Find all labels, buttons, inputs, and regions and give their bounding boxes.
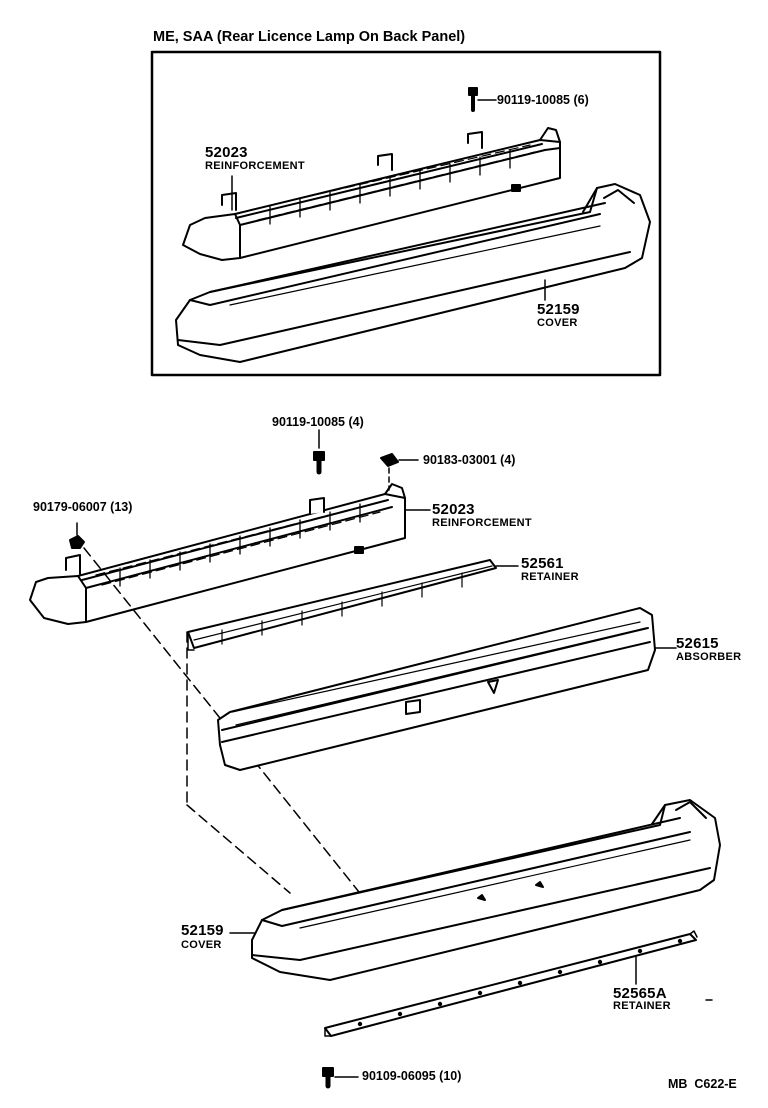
diagram-code: MB C622-E [668,1077,737,1091]
diagram-title: ME, SAA (Rear Licence Lamp On Back Panel… [153,29,466,45]
main-retainer-upper-number: 52561 [521,555,564,572]
inset-bolt [468,87,478,112]
main-cover [251,799,721,981]
inset-frame [150,50,662,377]
main-retainer-upper [186,559,497,894]
main-bolt-bottom [322,1067,359,1089]
main-retainer-lower-number: 52565A [613,985,667,1002]
main-clip [380,453,419,491]
main-cover-name: COVER [181,939,222,951]
inset-bolt-label: 90119-10085 (6) [497,93,589,107]
inset-cover-name: COVER [537,317,578,329]
inset-reinforcement-name: REINFORCEMENT [205,160,305,172]
inset-cover-number: 52159 [537,301,580,318]
main-reinforcement-name: REINFORCEMENT [432,517,532,529]
main-reinforcement-number: 52023 [432,501,475,518]
main-reinforcement [29,483,406,625]
main-retainer-lower [324,930,698,1037]
main-cover-number: 52159 [181,922,224,939]
main-bolt-bottom-label: 90109-06095 (10) [362,1069,462,1083]
main-retainer-lower-name: RETAINER [613,1000,671,1012]
main-bolt-top [313,429,325,475]
main-absorber [217,607,656,771]
inset-reinforcement [182,127,561,261]
main-nut-label: 90179-06007 (13) [33,500,133,514]
inset-reinforcement-number: 52023 [205,144,248,161]
inset-cover [175,183,651,363]
main-retainer-upper-name: RETAINER [521,571,579,583]
main-absorber-number: 52615 [676,635,719,652]
main-bolt-top-label: 90119-10085 (4) [272,415,364,429]
main-absorber-name: ABSORBER [676,651,742,663]
main-clip-label: 90183-03001 (4) [423,453,516,467]
